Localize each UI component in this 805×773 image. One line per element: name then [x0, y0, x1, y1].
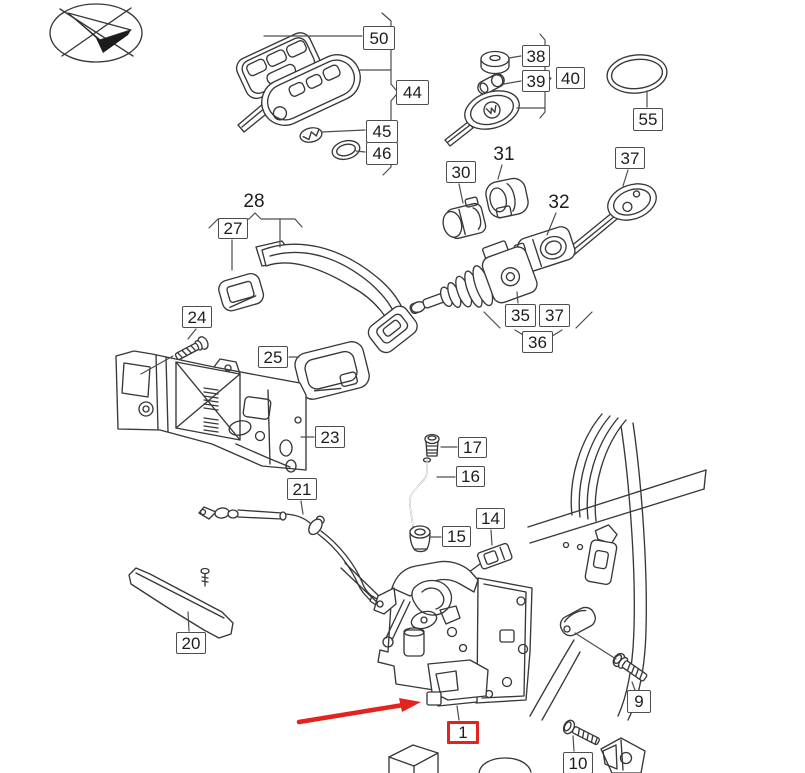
partial-box — [388, 744, 439, 773]
transponder-39 — [477, 73, 505, 95]
o-ring-55 — [606, 54, 668, 94]
rod-16 — [408, 457, 432, 527]
partial-ellipse — [478, 757, 532, 773]
part-label-45: 45 — [366, 120, 398, 143]
screw-24 — [174, 336, 209, 361]
part-label-24: 24 — [182, 306, 212, 328]
part-label-50: 50 — [363, 26, 395, 50]
part-label-46: 46 — [366, 142, 398, 165]
part-label-35: 35 — [505, 304, 536, 327]
part-label-37-cyl: 37 — [539, 304, 570, 327]
remote-button-pad-50 — [235, 32, 321, 100]
lock-cap-30 — [442, 196, 487, 240]
screw-17 — [424, 433, 440, 457]
remote-flip-key-44 — [237, 54, 361, 133]
part-label-55: 55 — [633, 108, 663, 131]
door-lock-1 — [340, 560, 533, 707]
door-handle-28 — [255, 240, 418, 354]
part-label-31: 31 — [493, 143, 515, 165]
lock-bracket-32 — [513, 226, 576, 272]
part-label-16: 16 — [456, 466, 485, 487]
door-frame — [527, 413, 707, 721]
leader-lines — [140, 12, 648, 752]
part-label-21: 21 — [287, 478, 317, 500]
lock-cylinder-36 — [409, 240, 538, 315]
carrier-gasket-25 — [294, 341, 370, 400]
part-label-30: 30 — [446, 161, 476, 183]
handle-gasket-27 — [218, 272, 265, 312]
part-label-9: 9 — [627, 690, 651, 713]
grommet-15 — [409, 525, 431, 553]
part-label-38: 38 — [522, 45, 550, 67]
part-label-20: 20 — [176, 632, 206, 654]
part-label-39: 39 — [522, 70, 550, 92]
part-label-37-key: 37 — [615, 147, 645, 169]
battery-38 — [480, 50, 510, 75]
part-label-27: 27 — [218, 218, 248, 239]
part-label-15: 15 — [442, 526, 471, 547]
brand-logo — [49, 3, 143, 63]
part-label-10: 10 — [563, 752, 593, 773]
part-label-40: 40 — [556, 67, 585, 89]
part-label-25: 25 — [258, 346, 288, 368]
key-emblem-45 — [299, 127, 323, 143]
part-label-28: 28 — [243, 191, 265, 212]
screw-10 — [562, 719, 600, 746]
part-label-44: 44 — [396, 80, 429, 105]
part-label-36: 36 — [522, 331, 553, 353]
key-37 — [563, 183, 657, 260]
striker-10 — [600, 737, 646, 773]
trim-20 — [128, 567, 234, 639]
part-label-17: 17 — [458, 437, 487, 458]
key-blank-40 — [444, 90, 520, 147]
part-label-32: 32 — [548, 191, 570, 213]
part-label-1-highlighted: 1 — [447, 721, 479, 744]
screw-9 — [612, 652, 648, 682]
lock-shell-31 — [485, 177, 529, 219]
handle-carrier-23 — [115, 350, 307, 473]
bowden-cable-21 — [198, 506, 383, 608]
battery-cover-46 — [331, 139, 361, 161]
part-label-23: 23 — [315, 426, 345, 448]
highlight-arrow — [296, 698, 421, 725]
part-label-14: 14 — [476, 508, 505, 529]
